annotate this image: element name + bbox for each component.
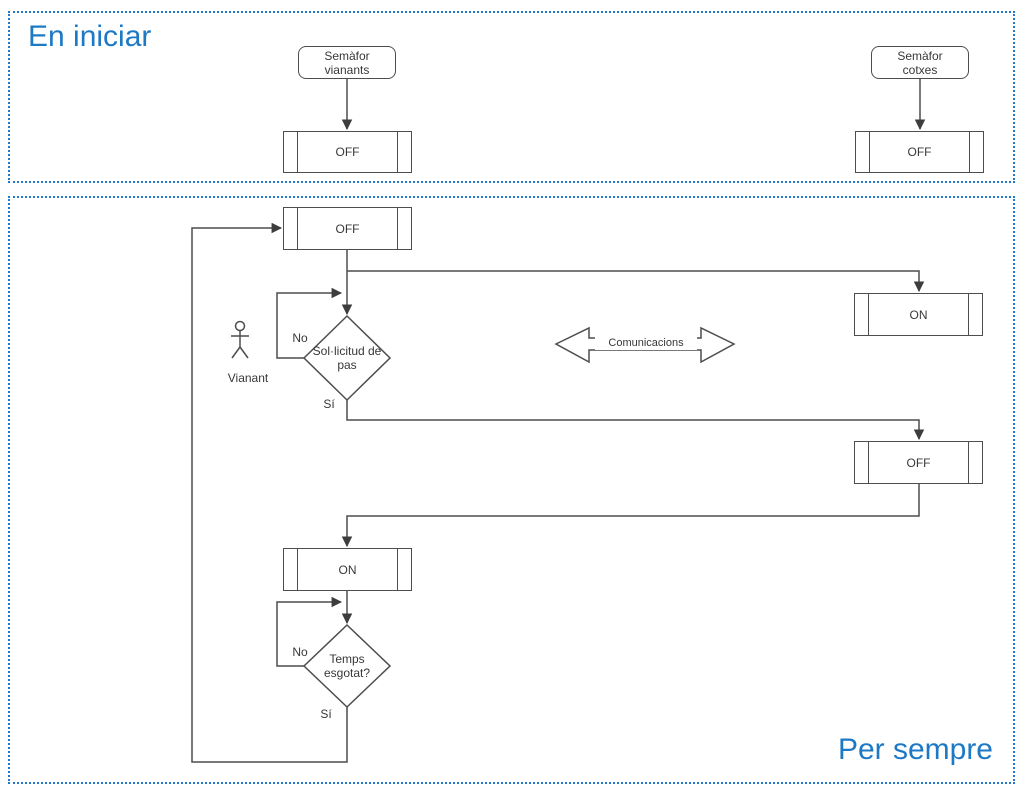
frame-en-iniciar (8, 11, 1015, 183)
request-no-label: No (292, 331, 308, 345)
timer-no-label: No (292, 645, 308, 659)
node-semafor-cotxes: Semàfor cotxes (871, 46, 969, 79)
request-yes-label: Sí (323, 397, 335, 411)
pedestrian-actor-icon (231, 320, 249, 359)
node-semafor-vianants: Semàfor vianants (298, 46, 396, 79)
decision-timer-label: Temps esgotat? (323, 652, 371, 680)
frame-title-en-iniciar: En iniciar (28, 20, 152, 53)
decision-request-diamond (302, 314, 392, 402)
edge-branch-to-car-on (347, 270, 925, 293)
node-loop-pedestrian-on: ON (283, 548, 412, 591)
frame-title-per-sempre: Per sempre (837, 733, 993, 766)
edge-request-yes-to-car-off (346, 400, 925, 441)
node-init-pedestrian-off: OFF (283, 131, 412, 173)
edge-request-no-loop (276, 287, 343, 359)
frame-per-sempre (8, 196, 1015, 784)
node-loop-car-off: OFF (854, 441, 983, 484)
pedestrian-actor-label: Vianant (227, 371, 269, 385)
decision-timer-diamond (302, 623, 392, 709)
node-init-car-off: OFF (855, 131, 984, 173)
edge-loop-back (191, 222, 348, 763)
edge-timer-no-loop (276, 596, 343, 667)
node-loop-pedestrian-off: OFF (283, 207, 412, 250)
timer-yes-label: Sí (320, 707, 332, 721)
communications-label: Comunicacions (595, 337, 697, 350)
edge-car-off-to-ped-on (341, 484, 920, 548)
node-loop-car-on: ON (854, 293, 983, 336)
decision-request-label: Sol·licitud de pas (312, 344, 382, 372)
